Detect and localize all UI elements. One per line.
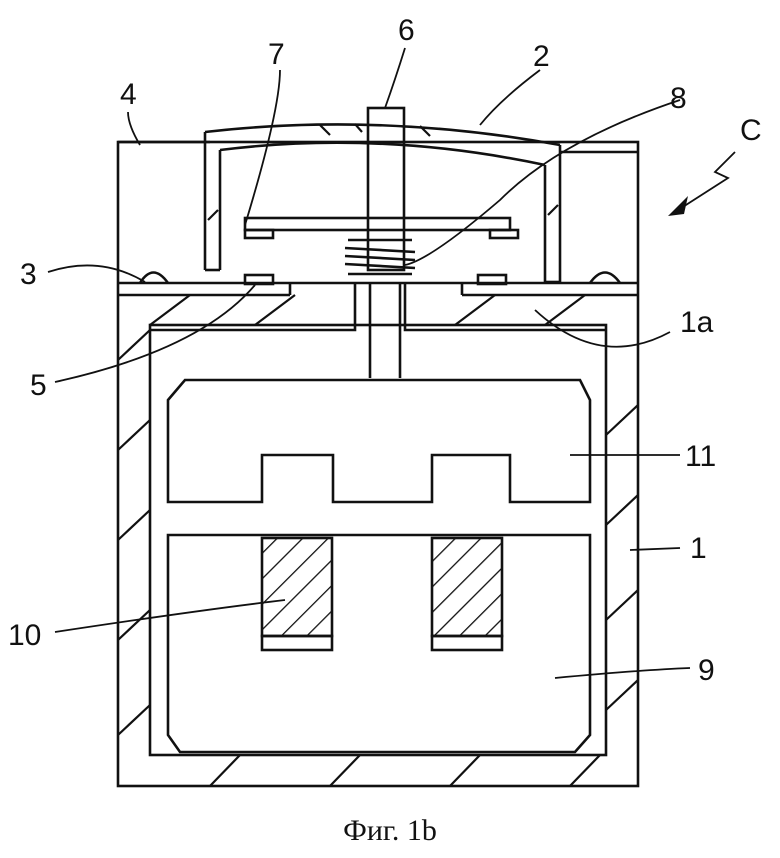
- armature: [166, 378, 592, 504]
- housing-outer-wall: [116, 140, 640, 788]
- housing-inner-wall: [148, 323, 608, 757]
- top-cover-edges: [118, 140, 638, 154]
- base-plate: [118, 281, 638, 332]
- contact-pad-right: [476, 273, 508, 286]
- contact-bridge: [243, 216, 520, 240]
- label-5: 5: [30, 369, 47, 402]
- housing: [116, 140, 640, 788]
- label-1a: 1a: [680, 306, 714, 339]
- contact-bump-right: [588, 271, 622, 284]
- reference-labels: 7 6 2 4 8 C 3 5 1a 11 1 10 9: [8, 14, 762, 687]
- label-7: 7: [268, 38, 285, 71]
- magnetic-core: [166, 533, 592, 754]
- label-11: 11: [685, 440, 716, 473]
- cover-cap: [203, 123, 562, 284]
- label-3: 3: [20, 258, 37, 291]
- label-6: 6: [398, 14, 415, 47]
- plunger-shaft: [366, 106, 406, 378]
- label-4: 4: [120, 78, 137, 111]
- label-2: 2: [533, 40, 550, 73]
- coils: [260, 536, 504, 652]
- label-10: 10: [8, 619, 41, 652]
- coil-right: [430, 536, 504, 638]
- label-1: 1: [690, 532, 707, 565]
- label-C: C: [740, 114, 762, 147]
- leader-lines: [47, 47, 736, 679]
- spring: [344, 238, 416, 276]
- figure-caption: Фиг. 1b: [343, 814, 437, 847]
- label-9: 9: [698, 654, 715, 687]
- contact-pad-left: [243, 273, 275, 286]
- label-8: 8: [670, 82, 687, 115]
- coil-left: [260, 536, 334, 638]
- housing-wall-hatching: [117, 294, 639, 787]
